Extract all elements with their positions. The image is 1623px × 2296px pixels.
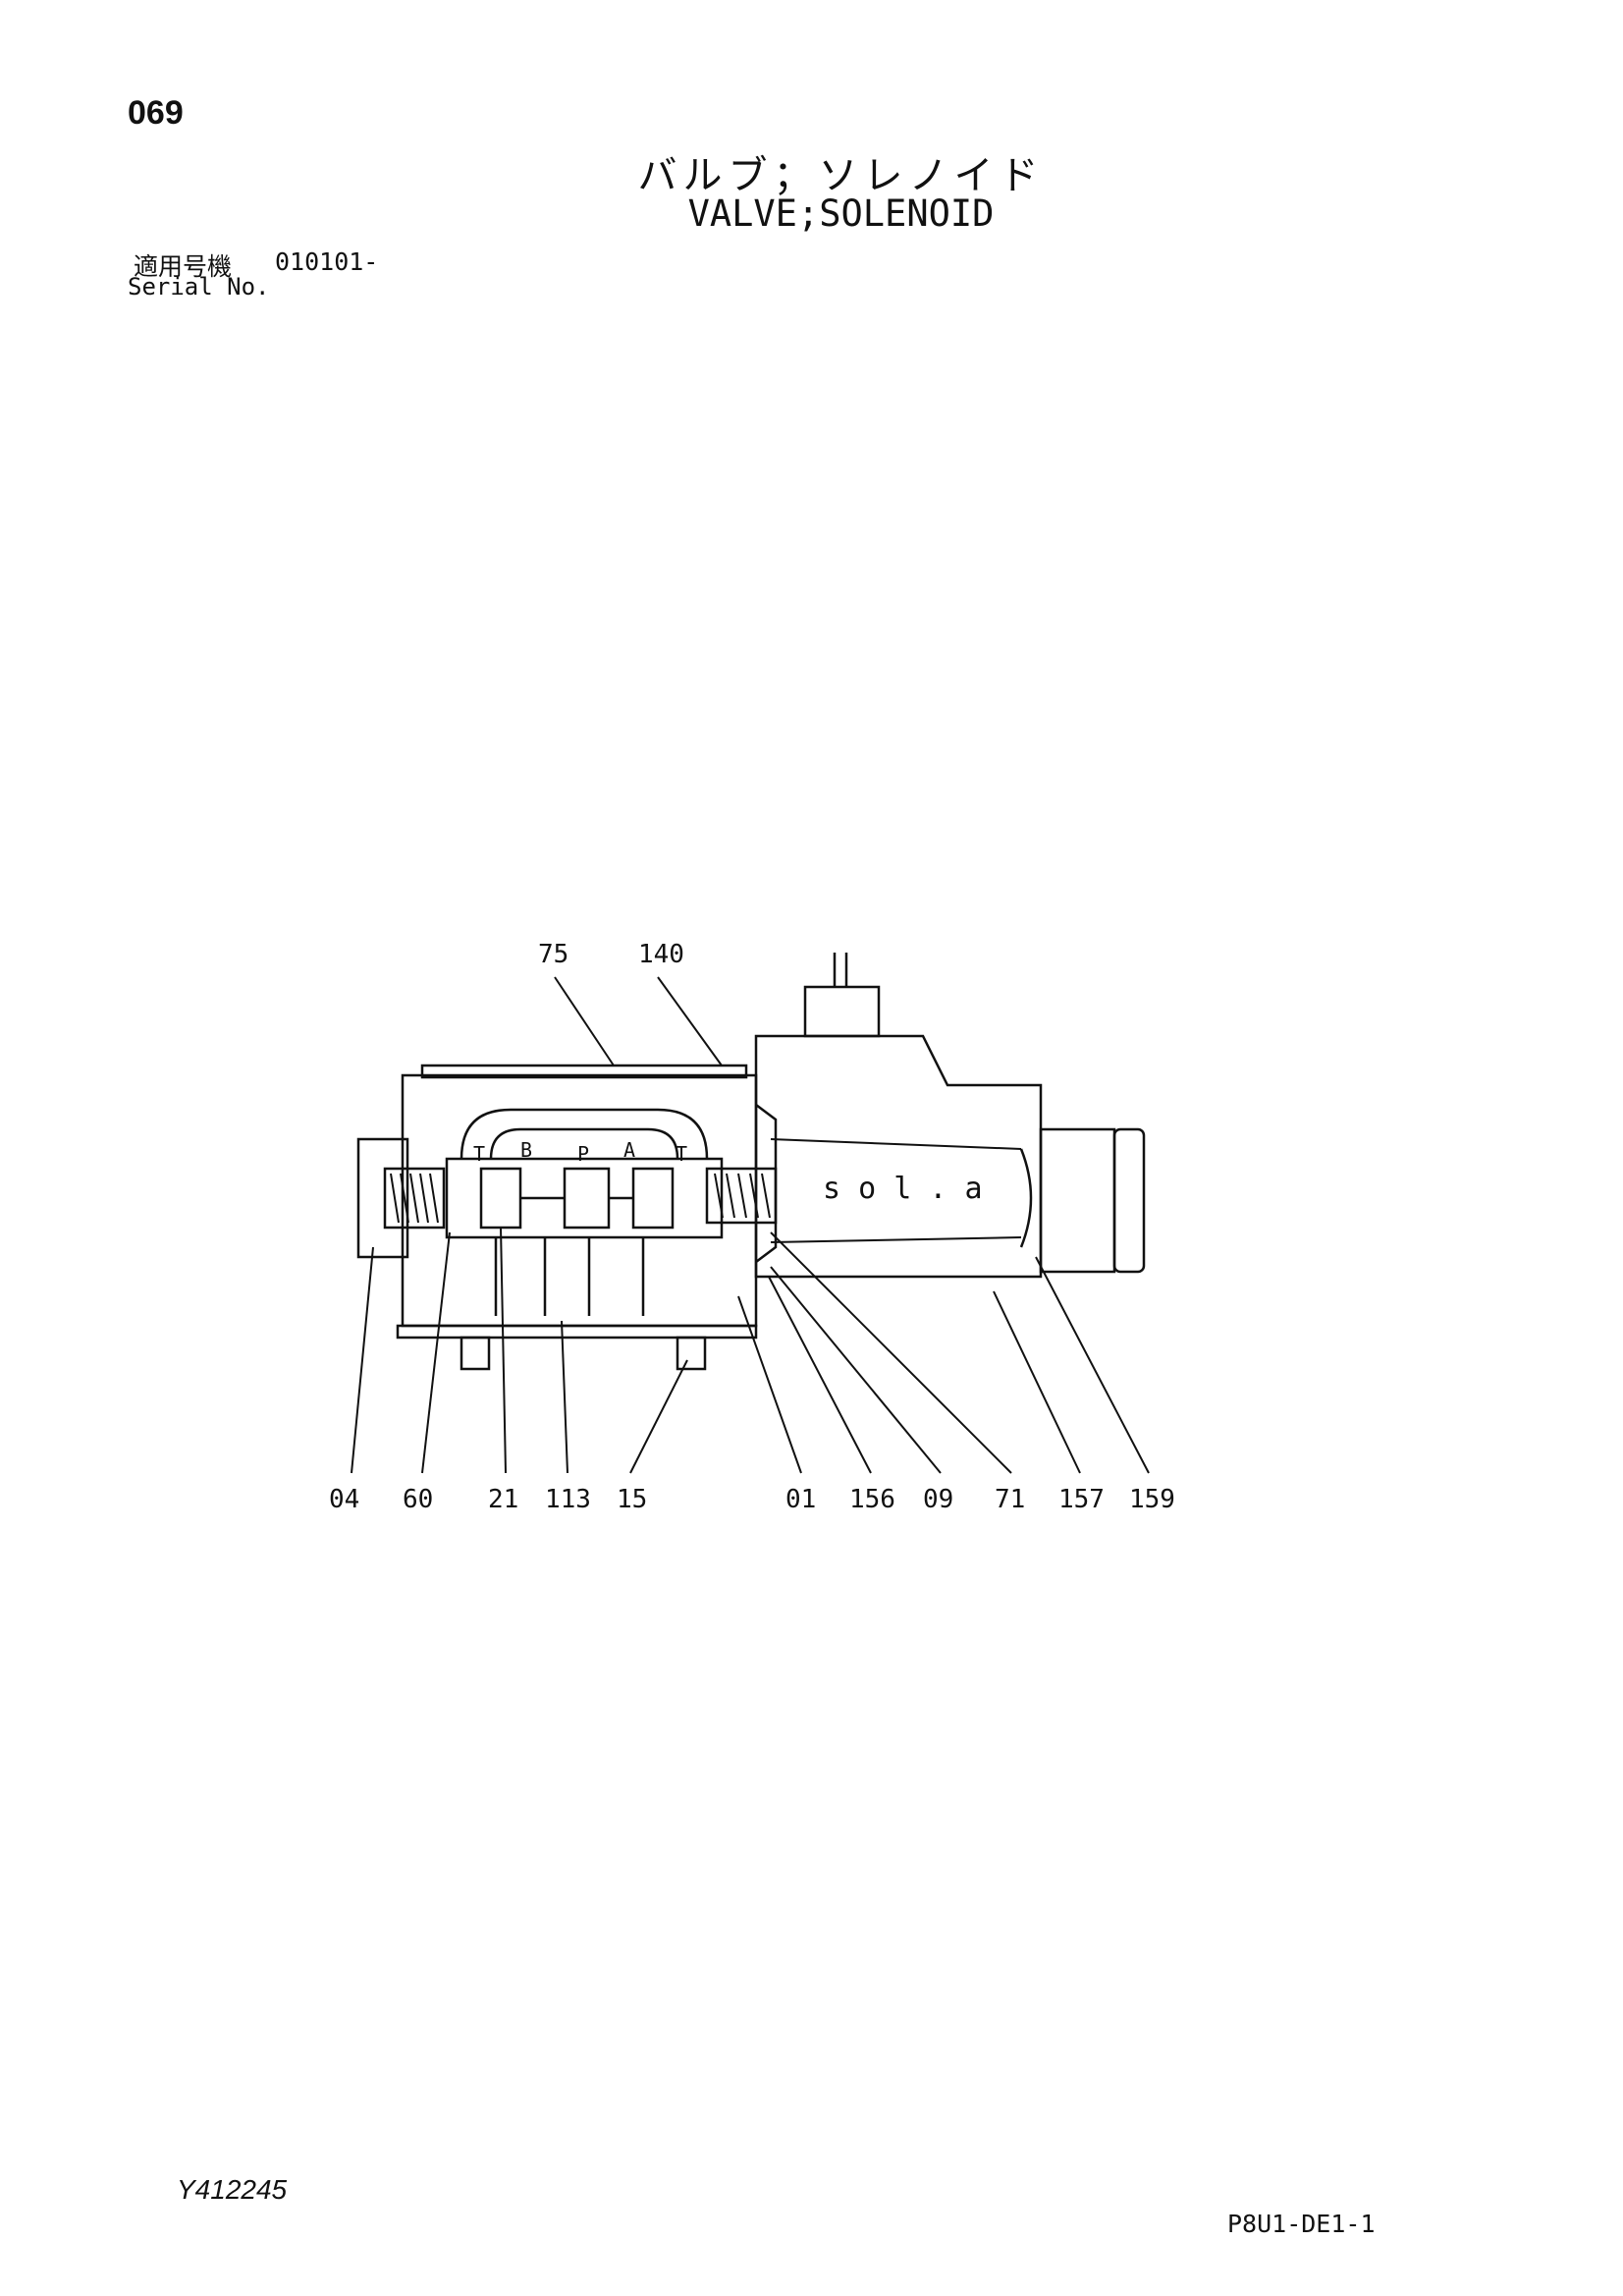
serial-value: 010101- (275, 247, 379, 276)
port-label-t-right: T (676, 1142, 687, 1166)
passage-arch-inner (489, 1127, 679, 1160)
sheet-code: P8U1-DE1-1 (1227, 2210, 1376, 2238)
serial-label-english: Serial No. (128, 273, 270, 301)
spool-land-1 (479, 1167, 522, 1230)
leader-113 (561, 1320, 568, 1474)
valve-drawing (356, 953, 1146, 1371)
leader-21 (500, 1227, 507, 1474)
passage-arch (460, 1108, 709, 1160)
armature-line-top (770, 1138, 1022, 1150)
callout-09: 09 (923, 1485, 953, 1514)
callout-labels: 75 140 04 60 21 113 15 01 156 09 71 157 … (329, 940, 1175, 1514)
spool-land-3 (631, 1167, 675, 1230)
port-label-t-left: T (473, 1142, 485, 1166)
port-labels: T B P A T (473, 1138, 687, 1166)
port-label-p: P (577, 1142, 589, 1166)
connector-box (803, 985, 881, 1038)
leader-140 (657, 976, 723, 1066)
callout-71: 71 (995, 1485, 1025, 1514)
override-housing (1039, 1127, 1116, 1274)
callout-157: 157 (1058, 1485, 1105, 1514)
serial-label-japanese: 適用号機 (134, 252, 233, 281)
override-curve (1019, 1148, 1033, 1248)
callout-60: 60 (403, 1485, 433, 1514)
callout-75: 75 (538, 940, 568, 969)
spring-right-coils (714, 1173, 771, 1219)
spool-land-2 (563, 1167, 611, 1230)
leader-157 (993, 1290, 1081, 1474)
leader-04 (351, 1246, 374, 1474)
bolt-left (460, 1336, 491, 1371)
leader-lines (351, 976, 1150, 1474)
callout-159: 159 (1129, 1485, 1175, 1514)
leader-71 (770, 1231, 1012, 1474)
title-english: VALVE;SOLENOID (687, 192, 995, 235)
end-cap-left (356, 1137, 409, 1259)
document-code: Y412245 (177, 2174, 288, 2205)
port-label-a: A (623, 1138, 635, 1162)
leader-156 (768, 1276, 872, 1474)
solenoid-housing (754, 1034, 1043, 1279)
leader-60 (421, 1231, 451, 1474)
callout-156: 156 (849, 1485, 895, 1514)
callout-113: 113 (545, 1485, 591, 1514)
leader-159 (1035, 1256, 1150, 1474)
callout-140: 140 (638, 940, 684, 969)
solenoid-neck (755, 1104, 778, 1263)
callout-04: 04 (329, 1485, 359, 1514)
callout-01: 01 (785, 1485, 816, 1514)
leader-09 (770, 1266, 942, 1474)
title-japanese: バルブ；ソレノイド (637, 153, 1045, 198)
port-label-b: B (520, 1138, 532, 1162)
cover-plate (420, 1064, 748, 1079)
solenoid-label: s o l . a (823, 1172, 983, 1206)
callout-15: 15 (617, 1485, 647, 1514)
override-cap (1112, 1127, 1146, 1274)
callout-21: 21 (488, 1485, 518, 1514)
valve-body (401, 1073, 758, 1328)
page-number: 069 (128, 94, 184, 132)
bolt-right (676, 1336, 707, 1371)
spool-bore (445, 1157, 724, 1239)
leader-01 (737, 1295, 802, 1474)
base-plate (396, 1324, 758, 1339)
spring-left (383, 1167, 446, 1230)
spring-left-coils (390, 1173, 439, 1224)
armature-line-bottom (770, 1236, 1022, 1243)
leader-75 (554, 976, 615, 1066)
leader-15 (629, 1359, 688, 1474)
